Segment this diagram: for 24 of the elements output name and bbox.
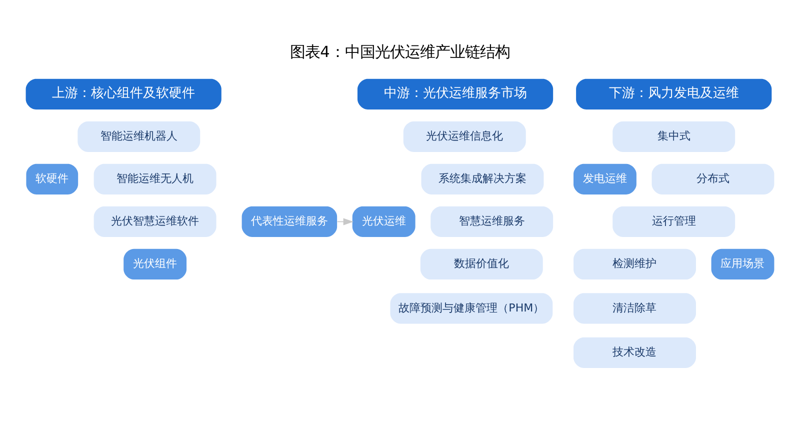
node-box: 智能运维机器人 bbox=[78, 121, 200, 152]
node-box: 故障预测与健康管理（PHM） bbox=[390, 293, 553, 324]
node-box: 光伏运维 bbox=[352, 206, 416, 238]
node-box: 光伏智慧运维软件 bbox=[94, 206, 216, 238]
node-box: 分布式 bbox=[652, 164, 774, 194]
node-box: 运行管理 bbox=[612, 206, 736, 238]
node-box: 光伏组件 bbox=[124, 248, 187, 280]
node-box: 中游：光伏运维服务市场 bbox=[357, 78, 554, 110]
node-box: 技术改造 bbox=[574, 337, 696, 368]
node-box: 系统集成解决方案 bbox=[421, 164, 544, 194]
node-box: 集中式 bbox=[612, 121, 736, 152]
node-box: 应用场景 bbox=[711, 248, 774, 280]
node-box: 数据价值化 bbox=[420, 248, 543, 280]
node-box: 上游：核心组件及软硬件 bbox=[26, 78, 222, 110]
node-box: 检测维护 bbox=[574, 248, 696, 280]
node-box: 智慧运维服务 bbox=[430, 206, 554, 238]
node-box: 智能运维无人机 bbox=[94, 164, 216, 194]
node-box: 软硬件 bbox=[26, 164, 78, 194]
node-box: 光伏运维信息化 bbox=[403, 121, 526, 152]
node-box: 代表性运维服务 bbox=[242, 206, 338, 238]
node-box: 下游：风力发电及运维 bbox=[576, 78, 772, 110]
node-box: 发电运维 bbox=[574, 164, 636, 194]
diagram-title: 图表4：中国光伏运维产业链结构 bbox=[290, 43, 510, 62]
node-box: 清洁除草 bbox=[574, 293, 696, 324]
